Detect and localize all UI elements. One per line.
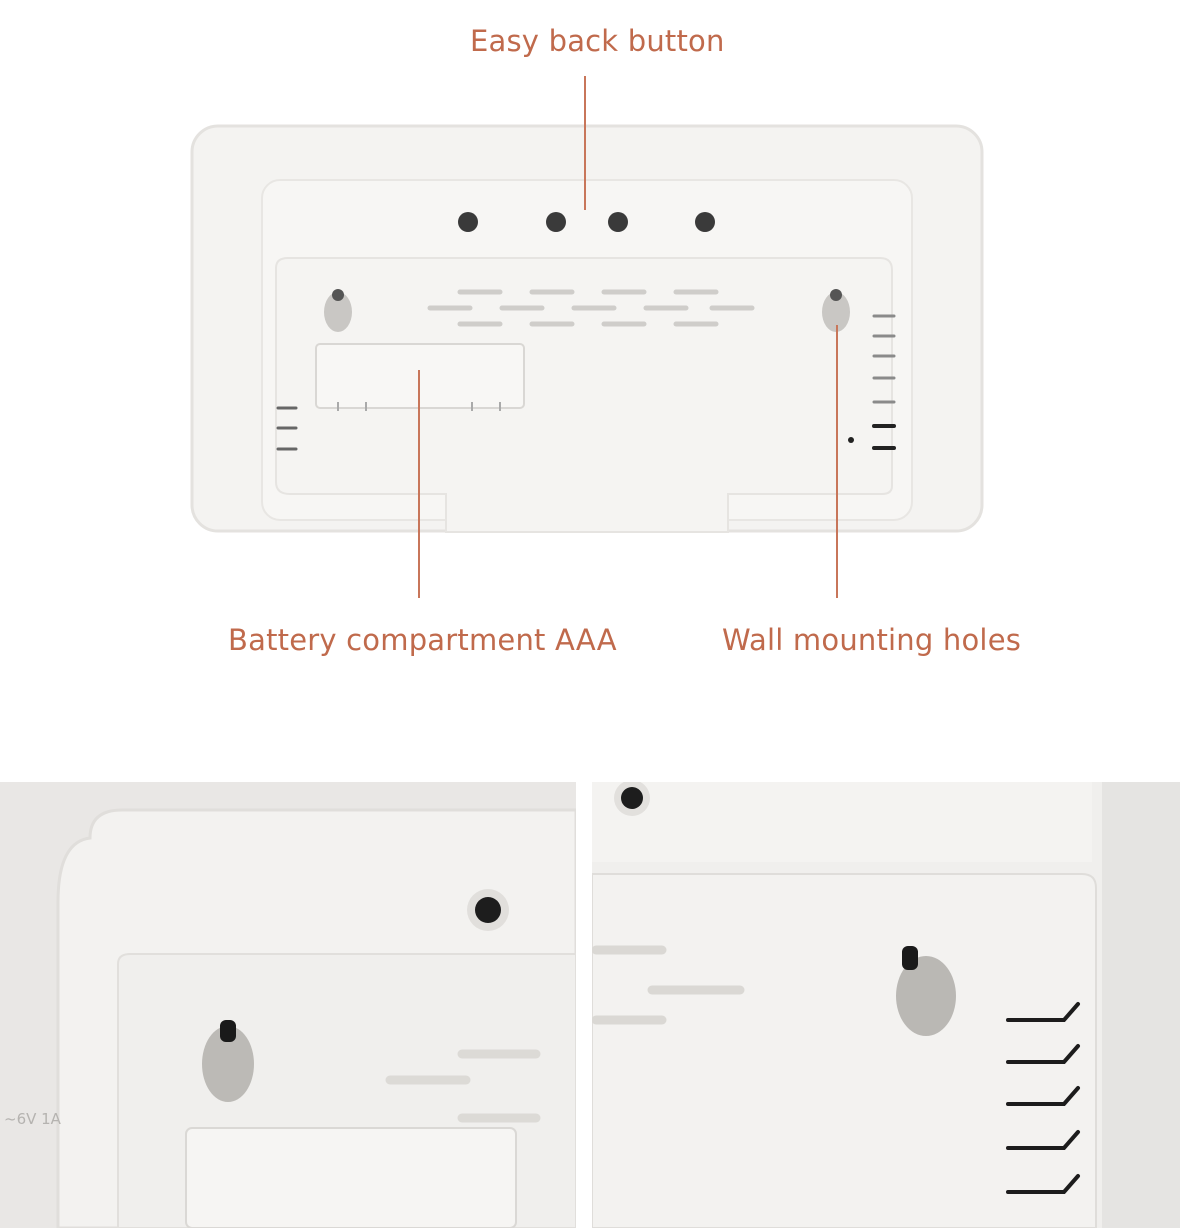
button-hole-icon bbox=[475, 897, 501, 923]
closeup-left: ~6V 1A bbox=[0, 782, 576, 1228]
callout-easy-back-button: Easy back button bbox=[470, 24, 725, 58]
device-illustration bbox=[190, 124, 984, 533]
closeup-left-illustration: ~6V 1A bbox=[0, 782, 576, 1228]
button-hole-icon bbox=[458, 212, 478, 232]
leader-line-battery bbox=[418, 370, 420, 598]
button-hole-icon bbox=[695, 212, 715, 232]
button-hole-icon bbox=[621, 787, 643, 809]
side-vents-left bbox=[276, 406, 298, 451]
device-back-view bbox=[190, 124, 984, 533]
battery-ticks bbox=[337, 402, 501, 411]
callout-battery-compartment: Battery compartment AAA bbox=[228, 623, 617, 657]
keyhole-mount-icon bbox=[324, 289, 352, 332]
keyhole-mount-icon bbox=[822, 289, 850, 332]
keyhole-mount-icon bbox=[202, 1020, 254, 1102]
closeup-right-illustration bbox=[592, 782, 1180, 1228]
side-slots-dark bbox=[872, 424, 896, 450]
callout-wall-mounting-holes: Wall mounting holes bbox=[722, 623, 1022, 657]
closeup-right bbox=[592, 782, 1180, 1228]
keyhole-mount-icon bbox=[896, 946, 956, 1036]
lower-panel bbox=[275, 257, 893, 533]
vent-slots bbox=[427, 289, 755, 327]
vent-slot-icon bbox=[1006, 1002, 1080, 1194]
button-holes bbox=[458, 212, 715, 232]
panel-divider bbox=[576, 782, 592, 1228]
button-hole-icon bbox=[546, 212, 566, 232]
button-hole-icon bbox=[608, 212, 628, 232]
leader-line-wall bbox=[836, 325, 838, 598]
indicator-dot bbox=[848, 437, 854, 443]
leader-line-top bbox=[584, 76, 586, 210]
closeup-marking: ~6V 1A bbox=[4, 1110, 62, 1128]
side-vents-right bbox=[872, 314, 896, 404]
battery-compartment bbox=[315, 343, 525, 409]
